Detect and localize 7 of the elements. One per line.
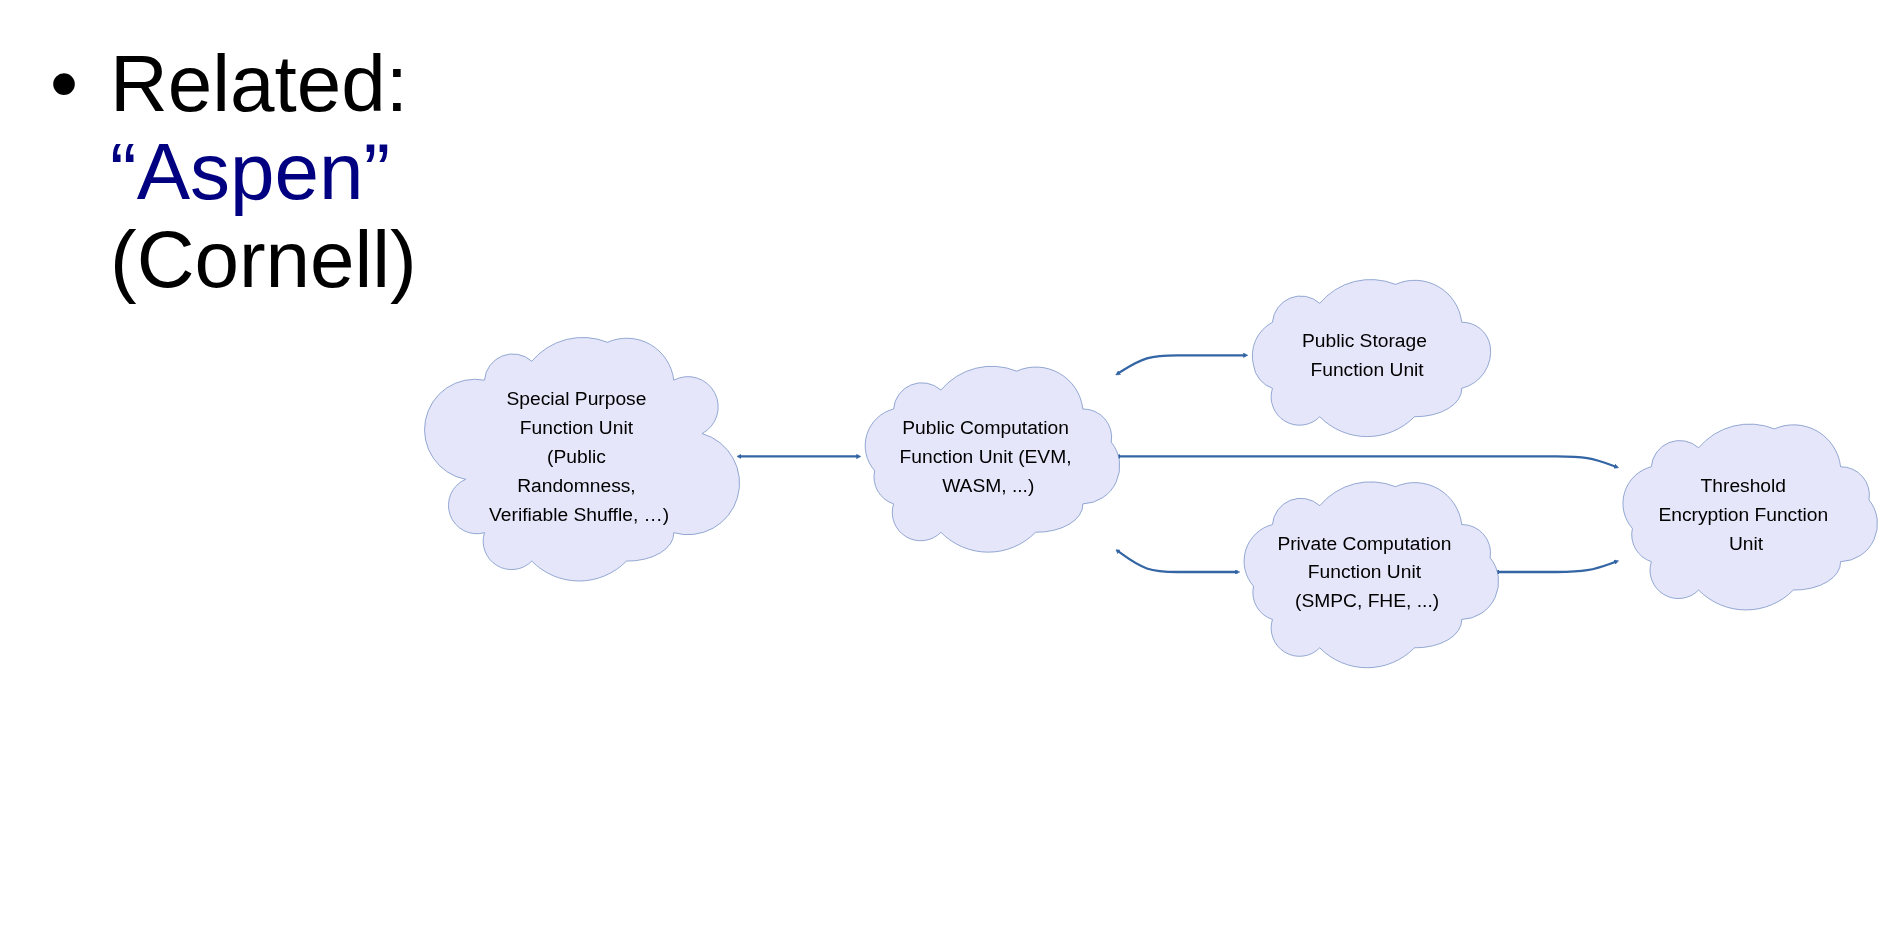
arrow [1115, 549, 1241, 575]
arrow [736, 453, 862, 459]
note-text: Related: [110, 40, 409, 128]
note-text: (Cornell) [110, 216, 418, 304]
note-text: “Aspen” [110, 128, 392, 216]
bullet: • [50, 40, 78, 128]
arrow [1115, 352, 1249, 376]
